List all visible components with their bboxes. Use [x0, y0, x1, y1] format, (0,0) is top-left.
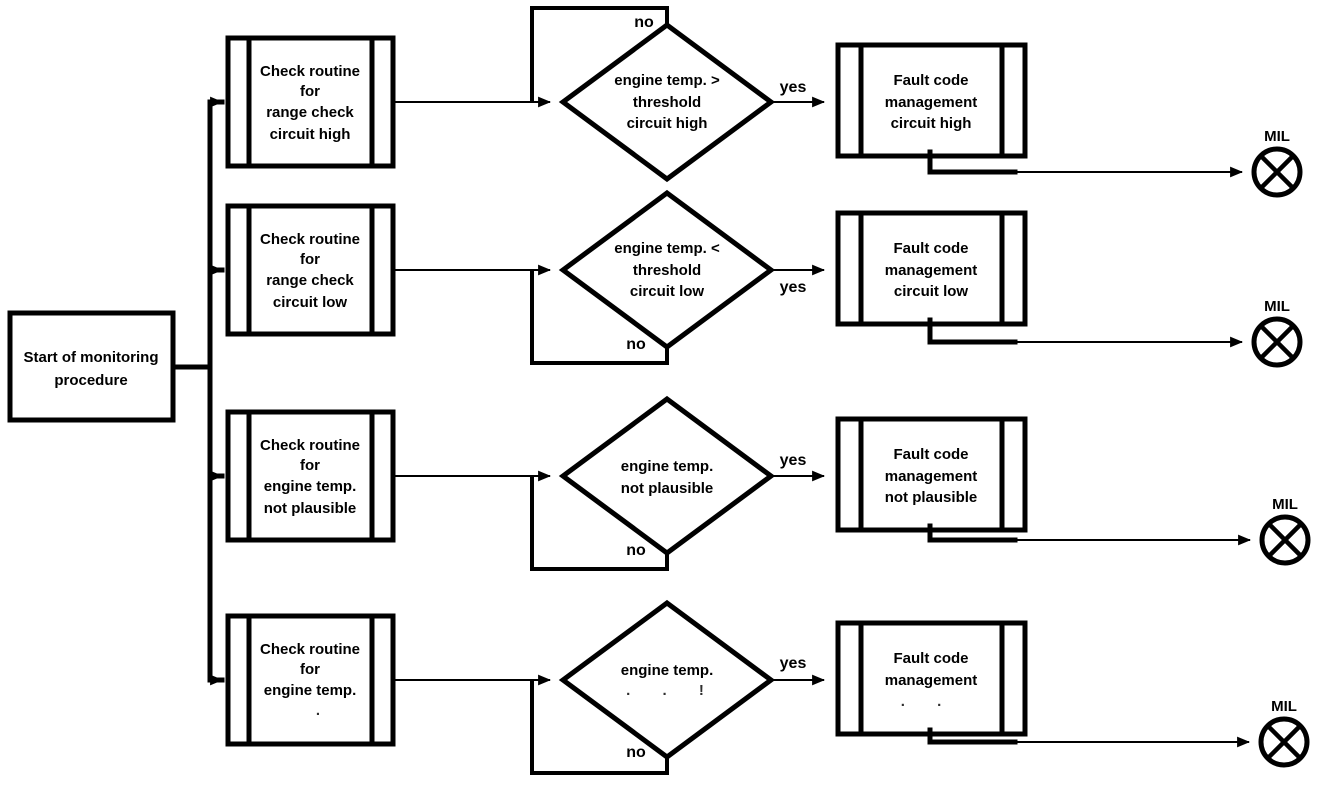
check-line: for	[300, 83, 320, 100]
mil-lamp-icon	[1265, 723, 1303, 761]
decision-line-faded: . . !	[626, 682, 718, 699]
mil-indicator: MIL	[1259, 496, 1311, 566]
decision-diamond: engine temp. . . !	[558, 599, 776, 761]
decision-line: not plausible	[621, 480, 714, 497]
check-line: Check routine	[260, 231, 360, 248]
fault-line: Fault code	[893, 240, 968, 257]
predefined-process-frame	[225, 203, 396, 337]
check-line: not plausible	[264, 500, 357, 517]
row-faded: Check routine for engine temp. . no engi…	[207, 599, 1310, 775]
check-routine-box: Check routine for range check circuit lo…	[225, 203, 396, 337]
no-loop-connector	[530, 6, 669, 103]
check-line: range check	[266, 104, 354, 121]
decision-line: engine temp.	[621, 458, 714, 475]
check-line: Check routine	[260, 641, 360, 658]
check-routine-box: Check routine for engine temp. not plaus…	[225, 409, 396, 543]
fault-to-mil-connector	[927, 523, 1018, 543]
fault-line: Fault code	[893, 72, 968, 89]
mil-lamp-icon	[1258, 323, 1296, 361]
no-loop-connector	[530, 475, 669, 571]
check-routine-box: Check routine for range check circuit hi…	[225, 35, 396, 169]
fault-line: circuit low	[894, 283, 969, 300]
decision-diamond: engine temp. > threshold circuit high	[558, 21, 776, 183]
predefined-process-frame	[835, 416, 1028, 533]
decision-diamond: engine temp. not plausible	[558, 395, 776, 557]
row-circuit-high: Check routine for range check circuit hi…	[207, 6, 1303, 198]
fault-line: circuit high	[891, 115, 972, 132]
decision-line: threshold	[633, 262, 701, 279]
yes-label: yes	[780, 452, 807, 469]
fault-to-mil-connector	[927, 317, 1018, 345]
no-loop-connector	[530, 679, 669, 775]
no-label: no	[626, 336, 646, 353]
no-label: no	[626, 744, 646, 761]
start-label: Start of monitoring	[24, 349, 159, 366]
fault-code-box: Fault code management circuit low	[835, 210, 1028, 327]
fault-line: management	[885, 468, 978, 485]
decision-line: threshold	[633, 94, 701, 111]
fault-line: management	[885, 262, 978, 279]
diamond-shape	[558, 189, 776, 351]
no-loop-connector	[530, 269, 669, 365]
mil-label: MIL	[1271, 698, 1297, 715]
decision-line: engine temp.	[621, 662, 714, 679]
branch-trunk-connector	[170, 99, 213, 683]
fault-line: Fault code	[893, 650, 968, 667]
mil-lamp-icon	[1266, 521, 1304, 559]
decision-line: engine temp. >	[614, 72, 720, 89]
fault-to-mil-connector	[927, 727, 1018, 745]
fault-code-box: Fault code management circuit high	[835, 42, 1028, 159]
row-circuit-low: Check routine for range check circuit lo…	[207, 189, 1303, 368]
mil-indicator: MIL	[1251, 298, 1303, 368]
decision-line: circuit high	[627, 115, 708, 132]
mil-lamp-icon	[1258, 153, 1296, 191]
decision-line: circuit low	[630, 283, 705, 300]
fault-code-box: Fault code management . .	[835, 620, 1028, 737]
diamond-shape	[558, 395, 776, 557]
mil-indicator: MIL	[1251, 128, 1303, 198]
fault-line: management	[885, 672, 978, 689]
fault-line: Fault code	[893, 446, 968, 463]
check-line: for	[300, 251, 320, 268]
predefined-process-frame	[225, 613, 396, 747]
row-not-plausible: Check routine for engine temp. not plaus…	[207, 395, 1311, 571]
no-label: no	[634, 14, 654, 31]
mil-label: MIL	[1272, 496, 1298, 513]
diamond-shape	[558, 21, 776, 183]
check-line: circuit high	[270, 126, 351, 143]
start-label: procedure	[54, 372, 127, 389]
fault-to-mil-connector	[927, 149, 1018, 175]
check-line: circuit low	[273, 294, 348, 311]
fault-line: management	[885, 94, 978, 111]
fault-line: not plausible	[885, 489, 978, 506]
yes-label: yes	[780, 79, 807, 96]
fault-line-faded: . .	[901, 693, 956, 710]
check-line: engine temp.	[264, 682, 357, 699]
check-line-faded: .	[316, 702, 320, 719]
check-routine-box: Check routine for engine temp. .	[225, 613, 396, 747]
no-label: no	[626, 542, 646, 559]
mil-label: MIL	[1264, 128, 1290, 145]
yes-label: yes	[780, 655, 807, 672]
check-line: range check	[266, 272, 354, 289]
check-line: for	[300, 661, 320, 678]
start-box	[7, 310, 176, 423]
diamond-shape	[558, 599, 776, 761]
decision-line: engine temp. <	[614, 240, 720, 257]
check-line: Check routine	[260, 63, 360, 80]
mil-indicator: MIL	[1258, 698, 1310, 768]
check-line: Check routine	[260, 437, 360, 454]
predefined-process-frame	[225, 409, 396, 543]
predefined-process-frame	[225, 35, 396, 169]
fault-code-box: Fault code management not plausible	[835, 416, 1028, 533]
predefined-process-frame	[835, 620, 1028, 737]
mil-label: MIL	[1264, 298, 1290, 315]
decision-diamond: engine temp. < threshold circuit low	[558, 189, 776, 351]
start-node: Start of monitoring procedure	[7, 310, 176, 423]
check-line: engine temp.	[264, 478, 357, 495]
yes-label: yes	[780, 279, 807, 296]
check-line: for	[300, 457, 320, 474]
